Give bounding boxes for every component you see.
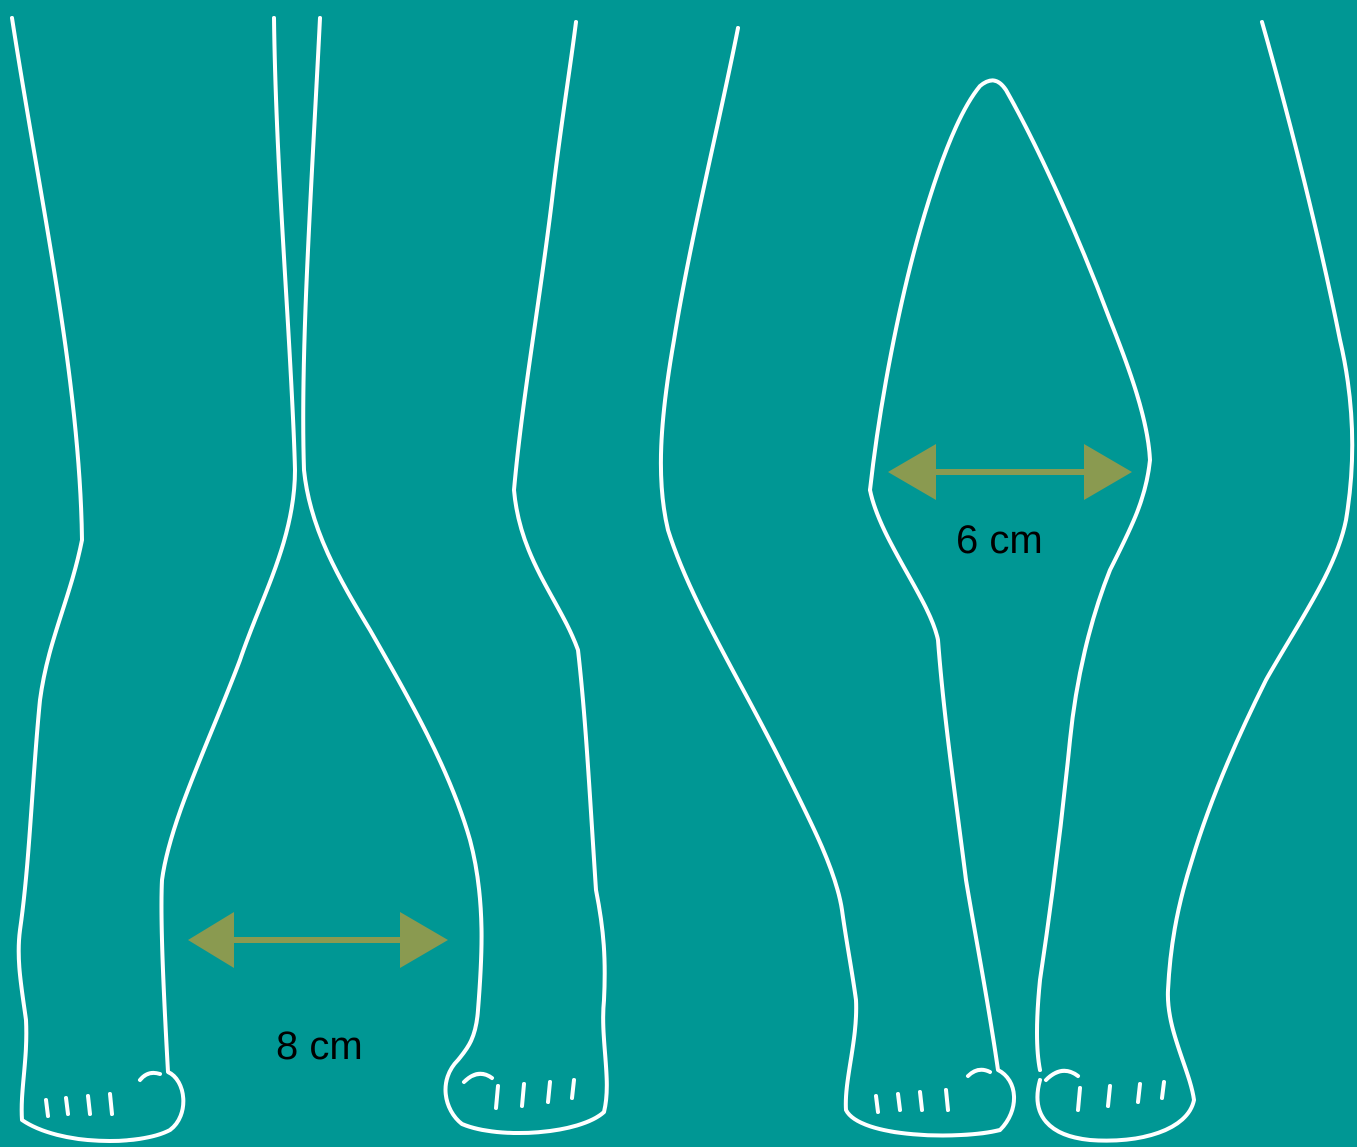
left-leg-toes: [46, 1073, 160, 1116]
right-panel-left-leg-outer: [661, 28, 1014, 1135]
right-arrow-head-left: [888, 444, 936, 500]
right-panel-right-leg-toes: [1046, 1071, 1164, 1110]
right-arrow-head-right: [1084, 444, 1132, 500]
left-measurement-label: 8 cm: [276, 1024, 363, 1069]
right-measure-arrow: [888, 444, 1132, 500]
right-panel-left-leg-toes: [876, 1070, 990, 1112]
left-arrow-head-right: [400, 912, 448, 968]
left-panel-legs: [12, 18, 607, 1141]
right-panel-right-leg-outer: [1037, 22, 1352, 1141]
right-panel-legs: [661, 22, 1352, 1141]
right-measurement-label: 6 cm: [956, 518, 1043, 563]
right-leg-left-panel-outline: [303, 18, 607, 1133]
right-panel-knees-inner: [870, 80, 1150, 1070]
left-leg-outer-line: [12, 18, 295, 1141]
left-measure-arrow: [188, 912, 448, 968]
left-arrow-head-left: [188, 912, 234, 968]
right-leg-left-panel-toes: [464, 1074, 574, 1108]
